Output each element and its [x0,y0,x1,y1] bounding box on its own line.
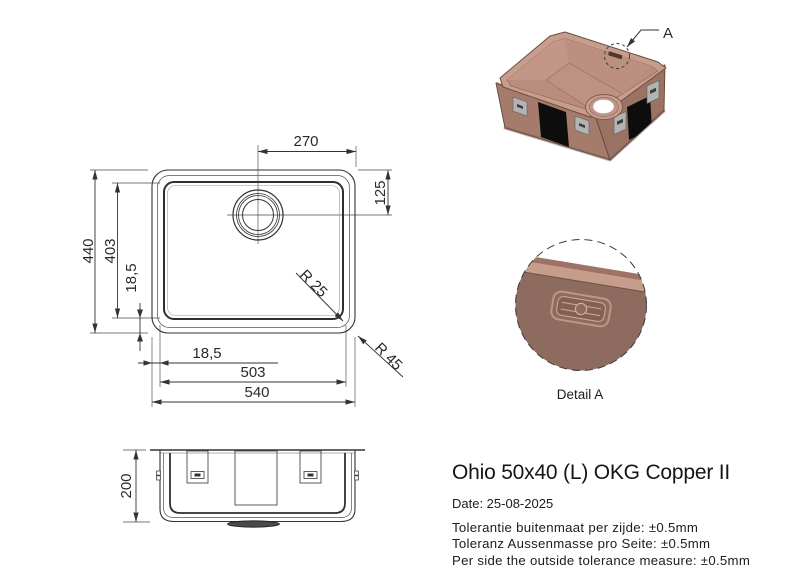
top-view-sink-outline [151,169,356,334]
overflow-slot-detail [550,290,612,328]
dim-label-125: 125 [372,180,389,205]
detail-marker-circle [604,43,630,69]
detail-boundary-circle [515,239,647,371]
side-wall-clips [156,470,359,481]
detail-marker-label: A [663,25,673,42]
radius-label-r25: R 25 [296,266,330,300]
detail-view-content [515,239,647,371]
dim-label-270: 270 [293,133,318,150]
side-view: 200 [118,449,365,528]
top-view: 270 125 440 403 18,5 18,5 503 540 R 25 R… [80,133,406,407]
iso-view-svg: A [495,25,673,162]
top-view-dim-labels: 270 125 440 403 18,5 18,5 503 540 R 25 R… [80,133,406,401]
dim-label-440: 440 [80,238,97,263]
detail-view-svg [515,239,647,371]
detail-caption: Detail A [556,387,604,402]
top-view-dimensions [92,148,404,405]
iso-sink: A [495,25,673,162]
tolerance-line-en: Per side the outside tolerance measure: … [452,552,751,568]
dim-label-18-5-left: 18,5 [123,263,140,292]
drain-side-view [227,520,280,528]
iso-pad-left [538,102,569,147]
dim-label-503: 503 [240,364,265,381]
dim-label-403: 403 [102,238,119,263]
iso-clips [512,80,660,136]
page-title: Ohio 50x40 (L) OKG Copper II [452,461,731,484]
mounting-brackets [186,450,322,506]
title-block: Ohio 50x40 (L) OKG Copper II [452,461,782,485]
side-view-dimension [123,449,150,523]
detail-leader [626,29,659,48]
date-line: Date: 25-08-2025 [452,496,554,511]
leader-r45 [357,335,404,378]
tolerance-line-de: Toleranz Aussenmasse pro Seite: ±0.5mm [452,536,711,552]
drain-top-view [232,189,284,241]
radius-label-r45: R 45 [371,339,405,373]
center-channel [234,450,278,506]
iso-drain [585,94,623,120]
side-view-outline [150,449,365,523]
dim-label-18-5-bottom: 18,5 [192,345,221,362]
dim-label-200: 200 [118,473,135,498]
tolerance-line-nl: Tolerantie buitenmaat per zijde: ±0.5mm [452,520,699,535]
tolerance-notes: Tolerantie buitenmaat per zijde: ±0.5mm … [452,520,750,569]
dim-label-540: 540 [244,384,269,401]
leader-r25 [295,272,344,322]
iso-overflow-slot [608,51,623,60]
